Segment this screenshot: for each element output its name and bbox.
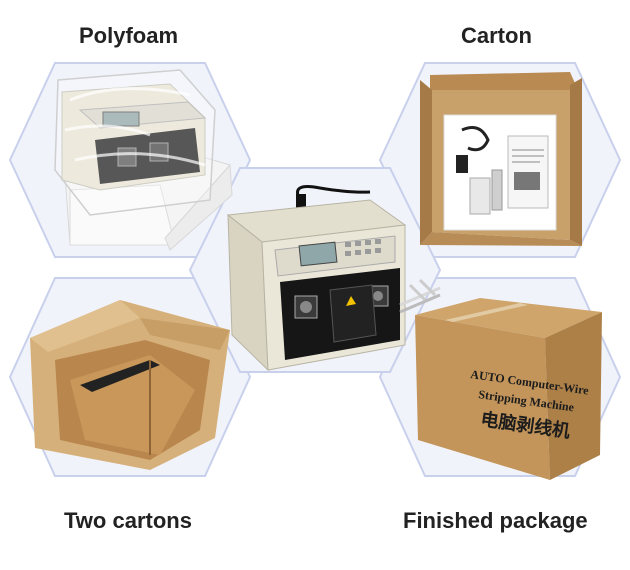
label-polyfoam: Polyfoam	[79, 23, 179, 48]
photo-finished-package: AUTO Computer-Wire Stripping Machine 电脑剥…	[415, 298, 602, 480]
label-carton: Carton	[461, 23, 532, 48]
label-two-cartons: Two cartons	[64, 508, 192, 533]
photo-polyfoam	[54, 69, 233, 251]
photo-two-cartons	[30, 300, 230, 470]
photo-machine	[226, 185, 441, 372]
label-finished-package: Finished package	[403, 508, 588, 533]
photo-carton	[420, 72, 582, 246]
